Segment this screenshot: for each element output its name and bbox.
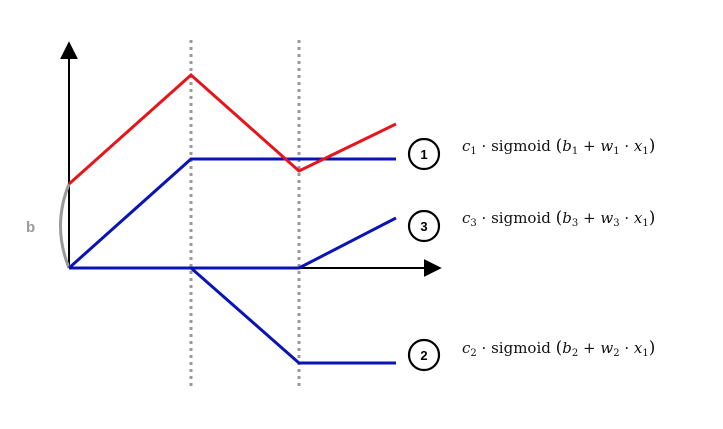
svg-text:1: 1 [420,147,427,162]
svg-text:2: 2 [420,348,427,363]
curve-badge-1: 1 [407,137,441,171]
curve-badge-3: 3 [407,209,441,243]
component-curve-2 [69,266,396,365]
formula-curve-1: c1 · sigmoid (b1 + w1 · x1) [462,136,656,157]
formula-curve-3: c3 · sigmoid (b3 + w3 · x1) [462,208,656,229]
curve-badge-2: 2 [407,338,441,372]
bias-bracket [59,183,71,269]
component-curve-1 [68,157,396,270]
sum-curve [68,72,397,186]
bias-label: b [26,219,35,236]
formula-curve-2: c2 · sigmoid (b2 + w2 · x1) [462,338,656,359]
svg-text:3: 3 [420,219,427,234]
